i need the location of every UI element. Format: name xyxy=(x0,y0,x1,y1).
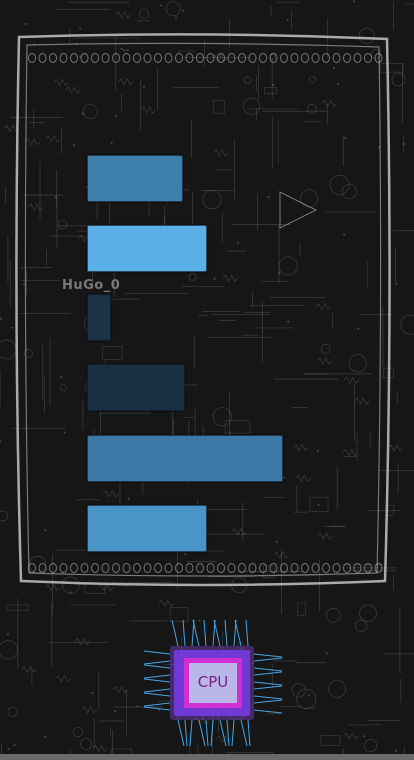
board-label: HuGo_0 xyxy=(62,278,120,293)
block-6[interactable] xyxy=(87,505,207,552)
block-4[interactable] xyxy=(87,364,185,411)
block-3[interactable] xyxy=(87,294,111,341)
block-5[interactable] xyxy=(87,435,283,482)
block-2[interactable] xyxy=(87,225,207,272)
bottom-bar xyxy=(0,754,414,760)
block-1[interactable] xyxy=(87,155,183,202)
cpu-label: CPU xyxy=(191,664,235,700)
